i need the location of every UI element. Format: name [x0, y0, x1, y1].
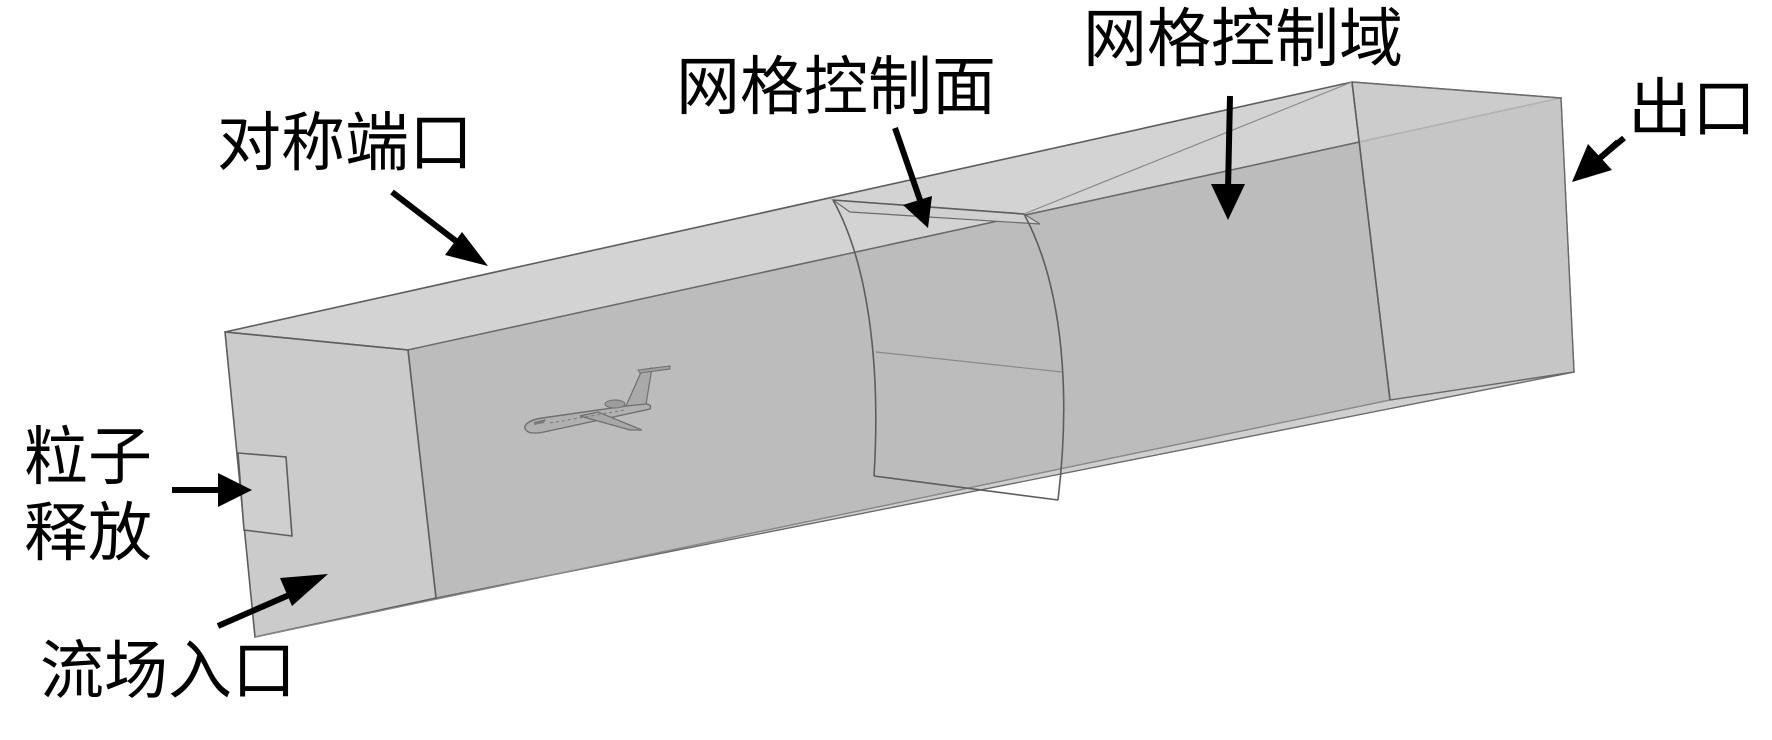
label-symmetric-port: 对称端口 — [217, 107, 473, 181]
label-particle-release: 粒子 释放 — [24, 420, 152, 572]
box-outlet-front-edge — [1351, 81, 1391, 401]
mesh-control-surface-left — [832, 199, 877, 477]
arrow-mesh-control-surface — [892, 127, 932, 228]
arrow-mesh-control-domain — [1211, 95, 1245, 220]
box-hidden-edge — [254, 399, 1391, 638]
mesh-control-far-edge — [1023, 81, 1353, 215]
label-flow-inlet: 流场入口 — [40, 635, 296, 709]
mesh-control-mid-edge — [875, 351, 1063, 373]
outlet-face — [1351, 81, 1575, 401]
mesh-control-surface-right — [1023, 213, 1065, 501]
arrow-outlet — [1572, 135, 1626, 182]
particle-release-patch — [237, 452, 293, 537]
mesh-control-bottom-edge — [873, 475, 1059, 501]
label-particle-release-line1: 粒子 — [24, 421, 152, 495]
label-outlet: 出口 — [1628, 73, 1756, 147]
label-mesh-control-domain: 网格控制域 — [1083, 3, 1403, 77]
label-particle-release-line2: 释放 — [24, 497, 152, 571]
inlet-face — [224, 331, 437, 638]
arrow-symmetric-port — [390, 189, 488, 266]
arrow-particle-release — [172, 473, 252, 507]
arrow-flow-inlet — [216, 574, 328, 629]
aircraft-icon — [524, 365, 671, 434]
label-mesh-control-surface: 网格控制面 — [676, 51, 996, 125]
mesh-control-region — [830, 81, 1353, 501]
